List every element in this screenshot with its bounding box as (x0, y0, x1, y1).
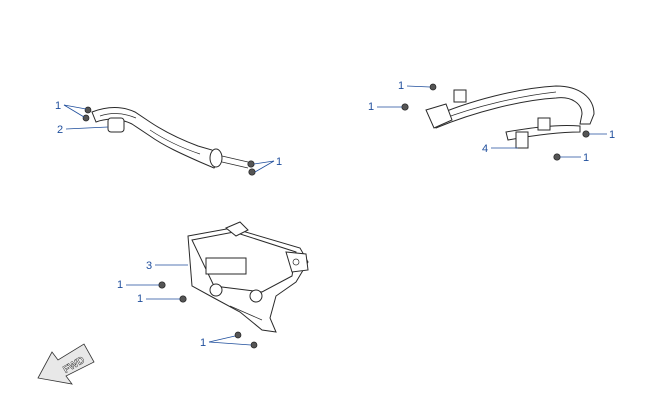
callout-1: 1 (276, 156, 282, 168)
callout-1: 1 (583, 152, 589, 164)
bolt-icon (429, 83, 437, 91)
nut-icon (582, 130, 590, 138)
callout-1: 1 (398, 80, 404, 92)
nut-icon (553, 153, 561, 161)
nut-icon (401, 103, 409, 111)
bolt-icon (82, 114, 90, 122)
callout-2: 2 (57, 124, 63, 136)
callout-3: 3 (146, 260, 152, 272)
bar-assembly-right (401, 83, 595, 161)
nut-icon (234, 331, 242, 339)
nut-icon (250, 341, 258, 349)
bolt-icon (84, 106, 92, 114)
nut-icon (247, 160, 255, 168)
forward-arrow-icon: FWD (37, 343, 95, 385)
callout-4: 4 (482, 143, 488, 155)
callout-1: 1 (609, 129, 615, 141)
callout-1: 1 (137, 293, 143, 305)
tube-assembly-left (82, 106, 256, 176)
mount-bracket (158, 221, 309, 349)
callout-1: 1 (368, 101, 374, 113)
bolt-icon (158, 281, 166, 289)
callout-1: 1 (200, 337, 206, 349)
nut-icon (179, 295, 187, 303)
callouts: 1 2 1 1 1 4 1 1 3 1 1 1 (55, 80, 615, 349)
callout-1: 1 (55, 100, 61, 112)
nut-icon (248, 168, 256, 176)
callout-1: 1 (117, 279, 123, 291)
